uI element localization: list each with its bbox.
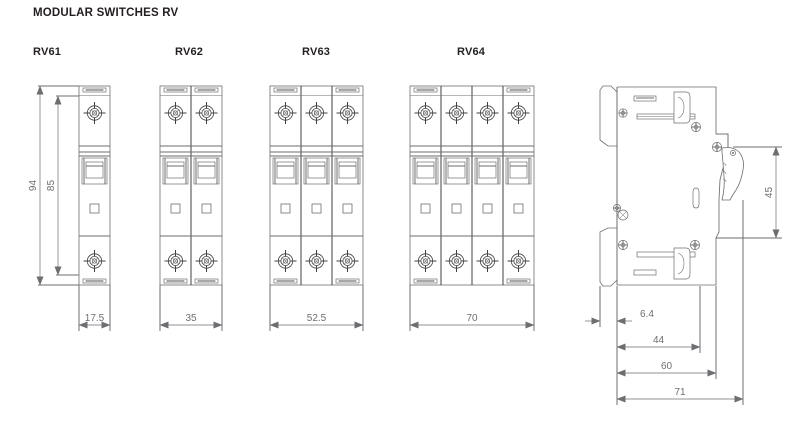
- device-label-rv61: RV61: [33, 46, 62, 58]
- screw-terminal: [305, 102, 328, 124]
- dim-side-body: 44: [616, 335, 701, 351]
- dim-side-clip-text: 6.4: [640, 309, 654, 320]
- device-label-rv64: RV64: [457, 46, 486, 58]
- screw-terminal: [195, 250, 218, 272]
- screw-terminal: [83, 102, 106, 124]
- terminal-recess: [413, 87, 438, 93]
- terminal-recess: [335, 87, 360, 93]
- device-label-rv62: RV62: [175, 46, 204, 58]
- din-rail-clip-upper: [599, 85, 618, 147]
- screw-terminal: [336, 102, 359, 124]
- side-screw-upper-left: [618, 108, 628, 118]
- toggle-lever: [303, 157, 330, 185]
- screw-terminal: [445, 250, 468, 272]
- dim-side-body-text: 44: [653, 335, 665, 346]
- terminal-recess: [506, 278, 531, 284]
- terminal-recess: [163, 87, 188, 93]
- screw-terminal: [445, 102, 468, 124]
- dim-side-total-text: 71: [674, 387, 686, 398]
- terminal-recess: [273, 278, 298, 284]
- screw-terminal: [164, 250, 187, 272]
- terminal-window-lower: [673, 247, 691, 280]
- terminal-recess: [506, 87, 531, 93]
- din-rail-clip-lower: [599, 227, 618, 287]
- dim-side-lever-height: 45: [764, 146, 780, 239]
- dim-width-rv61-text: 17.5: [85, 313, 105, 324]
- device-label-rv63: RV63: [302, 46, 331, 58]
- dim-side-lever-height-text: 45: [764, 187, 775, 199]
- screw-terminal: [336, 250, 359, 272]
- side-screw-lower-right: [690, 240, 700, 250]
- toggle-lever: [334, 157, 361, 185]
- dim-width-rv64: 70: [409, 313, 535, 329]
- dim-width-rv63: 52.5: [269, 313, 364, 329]
- screw-terminal: [414, 102, 437, 124]
- screw-terminal: [274, 250, 297, 272]
- dim-width-rv63-text: 52.5: [307, 313, 327, 324]
- toggle-lever-profile: [721, 147, 744, 201]
- terminal-window-upper: [673, 91, 691, 124]
- device-rv61: [78, 85, 111, 286]
- side-profile: [599, 85, 744, 287]
- screw-terminal: [164, 102, 187, 124]
- screw-terminal: [507, 102, 530, 124]
- terminal-recess: [163, 278, 188, 284]
- screw-terminal: [274, 102, 297, 124]
- dim-side-mid-text: 60: [661, 361, 673, 372]
- toggle-lever: [81, 157, 108, 185]
- toggle-lever: [505, 157, 532, 185]
- side-screw-pivot: [712, 142, 722, 152]
- dim-side-mid: 60: [616, 361, 717, 377]
- dim-side-total: 71: [616, 387, 744, 403]
- terminal-recess: [194, 87, 219, 93]
- dim-width-rv62-text: 35: [185, 313, 197, 324]
- terminal-recess: [335, 278, 360, 284]
- dim-height-body: 85: [46, 95, 62, 276]
- screw-terminal: [414, 250, 437, 272]
- dim-height-overall: 94: [28, 85, 44, 286]
- screw-terminal: [305, 250, 328, 272]
- screw-terminal: [507, 250, 530, 272]
- front-dimensions-group: 17.5 35 52.5 70 94 85: [28, 85, 535, 331]
- toggle-lever: [443, 157, 470, 185]
- screw-terminal: [83, 250, 106, 272]
- dim-height-body-text: 85: [46, 180, 57, 192]
- side-screw-mid: [613, 204, 621, 212]
- toggle-lever: [474, 157, 501, 185]
- crossed-circle-marker: [617, 209, 629, 221]
- terminal-recess: [413, 278, 438, 284]
- toggle-lever: [412, 157, 439, 185]
- terminal-recess: [194, 278, 219, 284]
- device-rv63: [269, 85, 364, 286]
- toggle-lever: [193, 157, 220, 185]
- device-rv64: [409, 85, 535, 286]
- terminal-recess: [82, 278, 107, 284]
- side-dimensions-group: 45 6.4 44 60 71: [585, 146, 782, 405]
- device-rv62: [159, 85, 223, 286]
- side-screw-upper-right: [691, 122, 701, 132]
- page-title: MODULAR SWITCHES RV: [33, 7, 179, 19]
- toggle-lever: [162, 157, 189, 185]
- dim-width-rv62: 35: [159, 313, 223, 329]
- screw-terminal: [195, 102, 218, 124]
- side-screw-lower-left: [618, 240, 628, 250]
- dim-width-rv61: 17.5: [78, 313, 111, 329]
- terminal-recess: [82, 87, 107, 93]
- dim-width-rv64-text: 70: [466, 313, 478, 324]
- front-views-group: [78, 85, 535, 286]
- side-view-group: [599, 85, 744, 287]
- terminal-recess: [273, 87, 298, 93]
- screw-terminal: [476, 102, 499, 124]
- toggle-lever: [272, 157, 299, 185]
- dim-side-clip: 6.4: [585, 309, 654, 325]
- dim-height-overall-text: 94: [28, 180, 39, 192]
- mounting-slot: [692, 187, 700, 209]
- screw-terminal: [476, 250, 499, 272]
